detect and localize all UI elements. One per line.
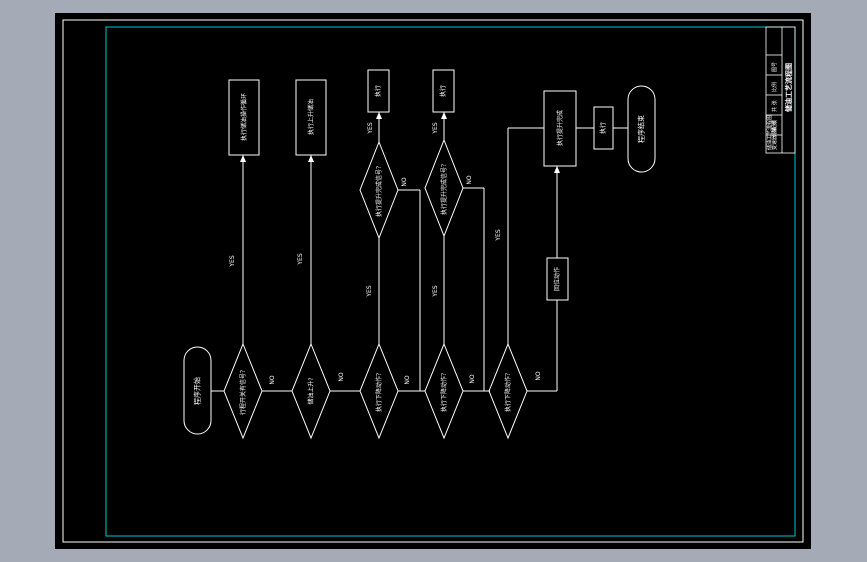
d2-label: 储油上升? (307, 377, 315, 404)
title-row-3: 比例 (771, 82, 778, 92)
no-label-d5: NO (535, 371, 542, 380)
d4-label: 执行下降动作？ (440, 370, 448, 412)
yes-label-d3: YES (366, 285, 373, 297)
p7-label: 执行 (599, 122, 607, 134)
no-label-d3: NO (404, 375, 411, 384)
process-p3 (367, 69, 390, 113)
end-terminator (627, 85, 656, 173)
p3-label: 执行 (374, 85, 382, 97)
end-label: 程序结束 (637, 115, 646, 143)
title-block-text: 变速器装配线 储油工艺流程图 图号 比例 共 张 第 张 储油工艺流程图 (766, 62, 793, 150)
process-p1 (228, 79, 260, 156)
no-label-d3b: NO (401, 177, 408, 186)
yes-label-d3b: YES (367, 122, 374, 134)
yes-label-d4: YES (432, 285, 439, 297)
p4-label: 执行 (439, 85, 447, 97)
title-row-4: 共 张 (771, 100, 778, 112)
d3b-label: 执行提升完成信号？ (375, 163, 383, 217)
title-row-1: 储油工艺流程图 (766, 115, 773, 150)
process-p2 (295, 79, 327, 156)
decision-d2 (291, 342, 331, 440)
node-texts: 程序开始 程序结束 行程开关有信号？ 储油上升? 执行下降动作？ 执行下降动作？… (193, 85, 646, 415)
decision-d5 (488, 342, 528, 440)
connectors (211, 112, 628, 392)
title-main: 储油工艺流程图 (784, 63, 793, 113)
d3-label: 执行下降动作？ (375, 370, 383, 412)
d5-label: 执行下降动作？ (504, 370, 512, 412)
no-label-d4: NO (469, 374, 476, 383)
process-p6 (543, 90, 577, 167)
process-p7 (593, 106, 614, 150)
start-terminator (183, 346, 212, 435)
title-block (765, 26, 796, 154)
outer-border (62, 19, 804, 543)
process-p5 (546, 257, 569, 301)
arrowheads (240, 112, 560, 173)
decision-d1 (223, 342, 263, 440)
d4b-label: 执行提升完成信号？ (440, 161, 448, 215)
branch-labels: YES YES YES YES YES YES YES NO NO NO NO … (229, 122, 542, 384)
decision-d4 (424, 342, 464, 440)
shapes (183, 69, 656, 440)
yes-label-d4b: YES (432, 122, 439, 134)
p1-label: 执行储油操作循环 (240, 93, 248, 141)
yes-label-d5: YES (495, 229, 502, 241)
p2-label: 执行上升储油 (307, 99, 315, 135)
no-label-d4b: NO (466, 175, 473, 184)
no-label-d2: NO (338, 372, 345, 381)
no-label-d1: NO (269, 375, 276, 384)
decision-d3 (359, 342, 399, 440)
decision-d4b (424, 138, 464, 238)
title-row-2: 图号 (772, 62, 778, 72)
title-row-0: 变速器装配线 (771, 120, 778, 150)
start-label: 程序开始 (193, 377, 202, 405)
p6-label: 执行提升完成 (556, 110, 564, 146)
yes-label-d1: YES (229, 255, 236, 267)
inner-border (105, 26, 796, 537)
p5-label: 回位动作 (553, 267, 561, 291)
decision-d3b (359, 140, 399, 240)
title-row-5: 第 张 (771, 120, 778, 132)
d1-label: 行程开关有信号？ (239, 367, 247, 415)
yes-label-d2: YES (297, 253, 304, 265)
process-p4 (432, 69, 455, 113)
